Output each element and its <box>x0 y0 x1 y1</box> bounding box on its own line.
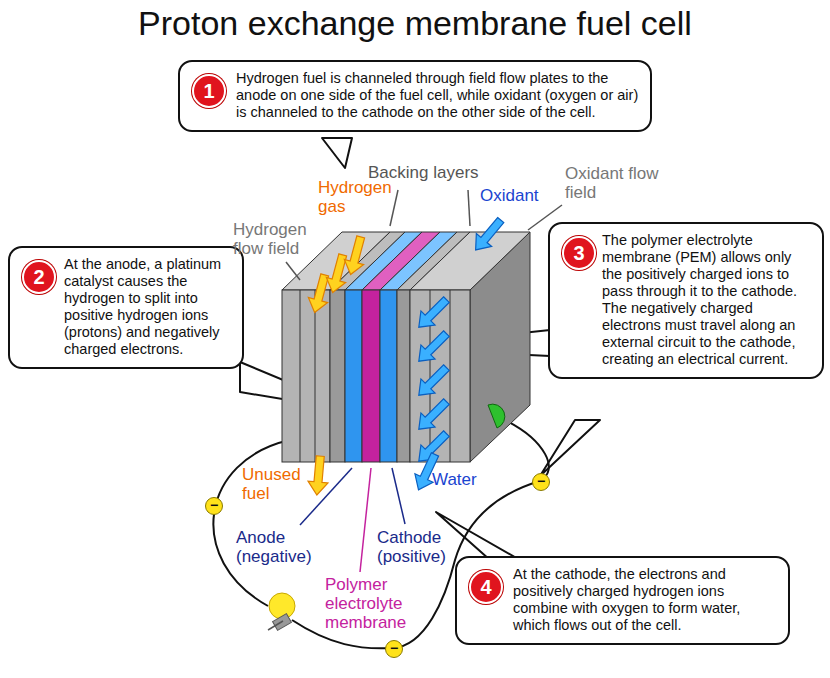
oxidant-arrows <box>409 214 508 494</box>
hydrogen-arrows <box>305 234 370 496</box>
callout-number: 2 <box>22 260 56 294</box>
part-label: Hydrogen flow field <box>233 220 315 258</box>
gas-label: Oxidant <box>480 186 560 205</box>
callout-box: 3The polymer electrolyte membrane (PEM) … <box>548 222 824 379</box>
fuel-cell-stack <box>282 232 530 462</box>
callout-box: 1 Hydrogen fuel is channeled through fiel… <box>178 60 652 132</box>
gas-label: Hydrogen gas <box>318 178 400 216</box>
callout-box: 2At the anode, a platinum catalyst cause… <box>8 246 244 369</box>
electron-sign: − <box>385 640 403 658</box>
flow-label: Unused fuel <box>242 465 312 503</box>
electrode-label: Cathode (positive) <box>377 528 469 566</box>
callout-number: 4 <box>469 570 503 604</box>
part-label: Oxidant flow field <box>565 164 665 202</box>
callout-number: 3 <box>562 236 596 270</box>
electron-sign: − <box>205 497 223 515</box>
diagram-title: Proton exchange membrane fuel cell <box>0 4 830 43</box>
callout-text: Hydrogen fuel is channeled through field… <box>236 70 640 121</box>
callout-box: 4 At the cathode, the electrons and posit… <box>455 556 790 645</box>
callout-text: At the anode, a platinum catalyst causes… <box>64 256 232 358</box>
callout-text: The polymer electrolyte membrane (PEM) a… <box>602 232 812 368</box>
membrane-label: Polymer electrolyte membrane <box>325 575 430 632</box>
electron-sign: − <box>532 473 550 491</box>
electrode-label: Anode (negative) <box>236 528 324 566</box>
callout-text: At the cathode, the electrons and positi… <box>513 566 778 634</box>
light-bulb <box>268 593 295 630</box>
terminal-clamp <box>488 404 505 428</box>
flow-label: Water <box>432 470 502 489</box>
callout-tails <box>240 138 600 560</box>
callout-number: 1 <box>192 74 226 108</box>
